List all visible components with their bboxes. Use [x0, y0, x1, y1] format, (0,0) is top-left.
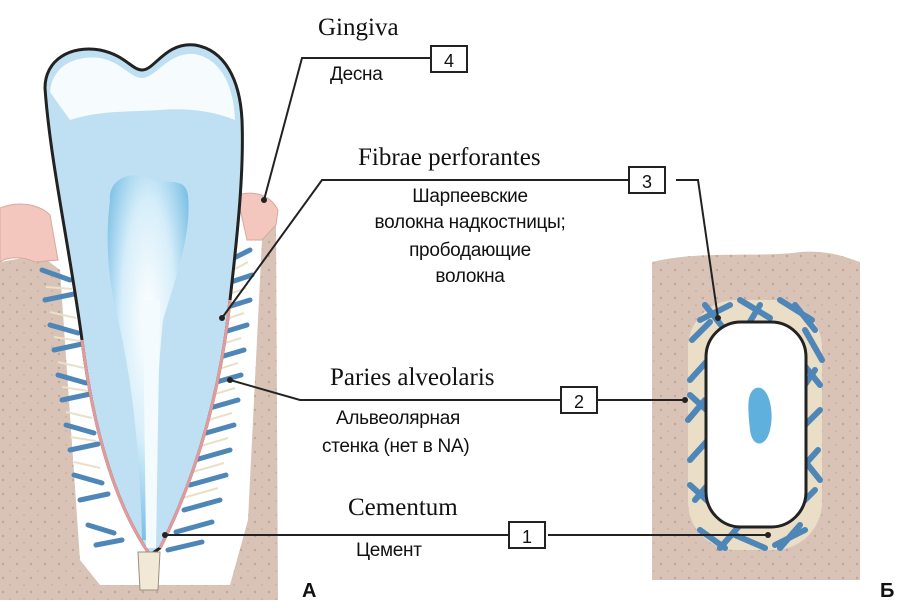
fibrae-russian-line-1: Шарпеевские — [345, 186, 595, 208]
cementum-latin-label: Cementum — [348, 494, 458, 523]
paries-latin-label: Paries alveolaris — [330, 364, 495, 393]
callout-number-2: 2 — [560, 386, 598, 414]
gingiva-left — [0, 204, 58, 262]
fibrae-russian-line-4: волокна — [345, 266, 595, 288]
callout-number-1: 1 — [508, 521, 546, 549]
paries-russian-line-2: стенка (нет в NA) — [322, 436, 469, 458]
fibrae-russian-line-3: прободающие — [345, 240, 595, 262]
enamel — [50, 54, 235, 120]
gingiva-latin-label: Gingiva — [318, 14, 399, 43]
panel-label-a: А — [302, 580, 316, 603]
panel-label-b: Б — [880, 580, 894, 603]
callout-number-3: 3 — [628, 166, 666, 194]
fibrae-russian-line-2: волокна надкостницы; — [315, 212, 625, 234]
root-apex — [138, 552, 160, 590]
cementum-russian-label: Цемент — [356, 540, 422, 562]
fibrae-latin-label: Fibrae perforantes — [358, 144, 541, 173]
callout-number-4: 4 — [430, 45, 468, 73]
gingiva-russian-label: Десна — [330, 64, 383, 86]
paries-russian-line-1: Альвеолярная — [336, 408, 460, 430]
